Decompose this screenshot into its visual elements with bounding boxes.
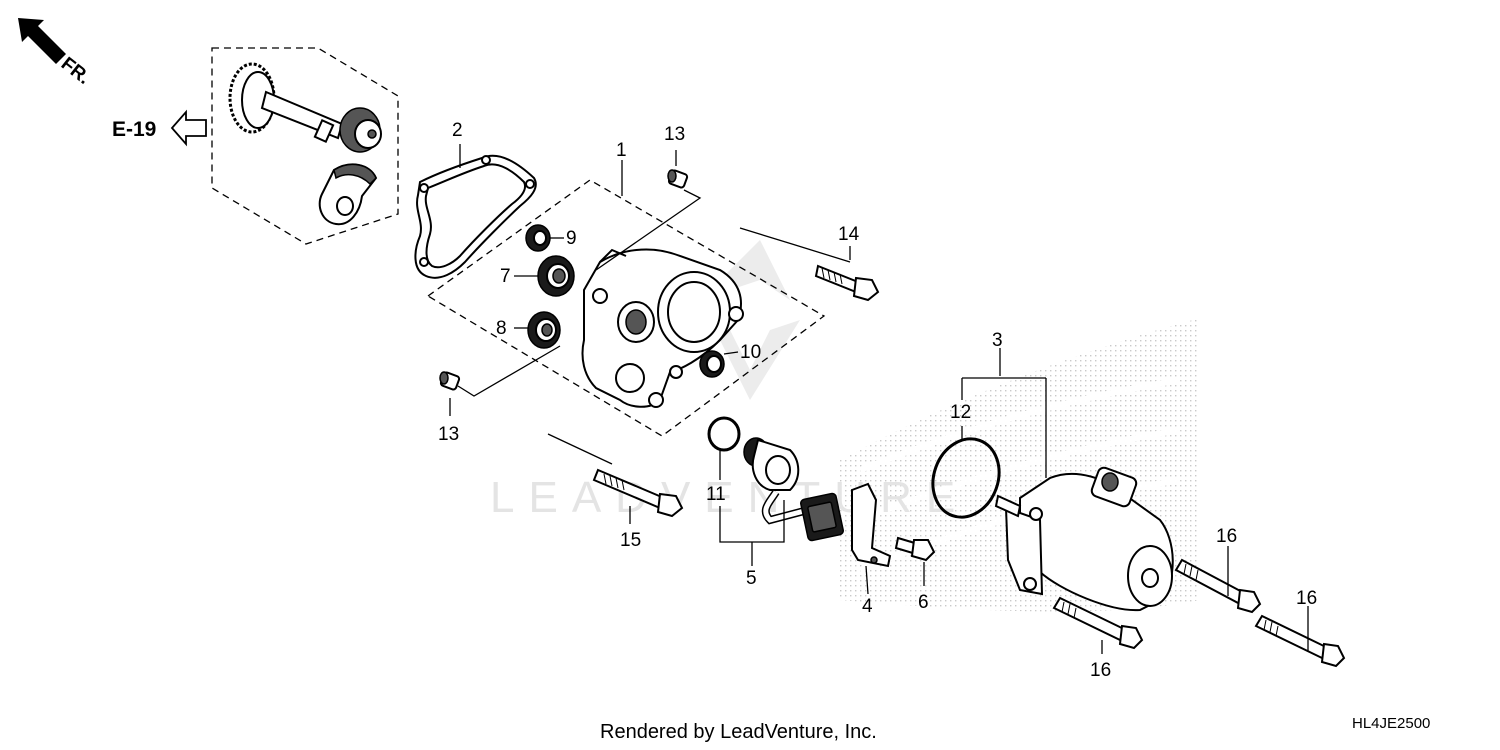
bearing-9 [525,224,551,252]
callout-2: 2 [452,120,463,141]
bolt-14 [814,264,880,302]
dowel-pin-top [667,169,689,189]
bolt-6 [894,536,936,562]
dowel-pin-bottom [439,371,461,391]
watermark-text: LEADVENTURE [490,473,969,522]
o-ring-11 [707,416,741,452]
gasket [414,154,537,279]
callout-15: 15 [620,530,641,551]
shift-motor [994,466,1174,612]
bushing-10 [699,350,725,378]
bolt-15 [592,468,684,518]
callout-16-c: 16 [1296,588,1317,609]
bracket-4 [851,482,892,568]
callout-16-b: 16 [1090,660,1111,681]
callout-1: 1 [616,140,627,161]
callout-8: 8 [496,318,507,339]
bolt-16-b [1052,596,1144,650]
callout-3: 3 [992,330,1003,351]
bolt-16-c [1254,614,1346,668]
callout-12: 12 [950,402,971,423]
callout-9: 9 [566,228,577,249]
gearshift-cover [581,248,744,408]
callout-16-a: 16 [1216,526,1237,547]
o-ring-12 [931,437,1001,519]
diagram-code: HL4JE2500 [1352,715,1430,732]
hollow-left-arrow-icon [170,109,207,147]
front-direction-label: FR. [57,53,94,88]
callout-11: 11 [706,484,726,505]
bearing-8 [527,311,561,349]
leader-lines [449,144,1309,654]
front-direction-arrow-icon [18,18,66,64]
angle-sensor [743,437,844,542]
callout-14: 14 [838,224,860,245]
callout-numbers: 2 1 13 14 9 7 8 10 13 11 15 5 4 6 3 12 1… [438,120,1317,681]
gear-shaft-group [211,47,399,245]
callout-4: 4 [862,596,873,617]
callout-13-top: 13 [664,124,685,145]
callout-5: 5 [746,568,757,589]
callout-10: 10 [740,342,761,363]
cover-assembly-box [426,179,826,437]
reference-label: E-19 [112,118,156,141]
callout-7: 7 [500,266,511,287]
footer-credit: Rendered by LeadVenture, Inc. [600,721,877,743]
callout-6: 6 [918,592,929,613]
bearing-7 [537,255,575,297]
callout-13-bottom: 13 [438,424,459,445]
